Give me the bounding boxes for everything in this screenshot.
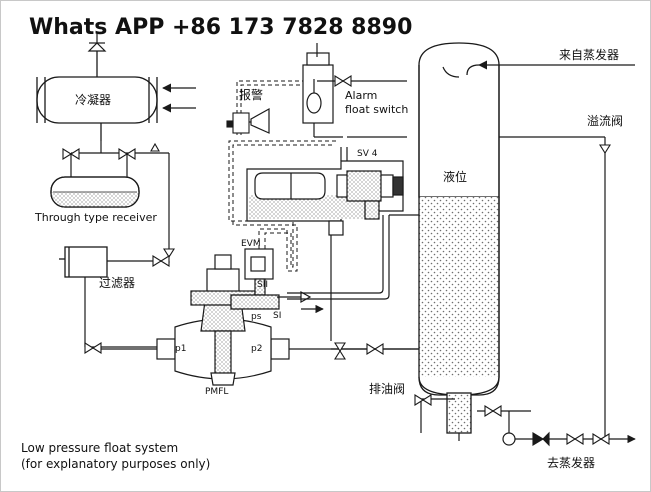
alarm-horn-icon: [249, 107, 270, 134]
to-evaporator-label: 去蒸发器: [547, 455, 595, 470]
condenser-relief-valve-icon: [87, 33, 107, 52]
from-evaporator-label: 来自蒸发器: [559, 47, 619, 62]
evm-solenoid: [230, 248, 280, 310]
receiver-valve-left-icon: [62, 148, 80, 160]
si-pilot-arrows: [277, 290, 324, 314]
sv4-label: SV 4: [357, 149, 378, 159]
condenser-inlet-arrows: [162, 83, 196, 113]
si-label: SI: [273, 311, 281, 321]
pmfl-label: PMFL: [205, 387, 228, 397]
oil-drain-valve-icon: [414, 394, 432, 406]
oil-drain-valve-label: 排油阀: [369, 382, 405, 396]
receiver-arrow-up-icon: [150, 142, 160, 152]
drop-valve-icon: [163, 248, 175, 259]
filter-outlet-valve-icon: [84, 342, 102, 354]
p1-label: p1: [175, 344, 186, 354]
overflow-piping: [499, 136, 606, 331]
pump-icon: [502, 432, 516, 446]
pmfl-main-valve: [156, 254, 290, 386]
ps-label: ps: [251, 312, 262, 322]
bottom-outlet-valve-icon: [484, 405, 502, 417]
pilot-line-to-sv4: [287, 215, 390, 300]
return-valve-icon: [366, 343, 384, 355]
filter: [59, 246, 108, 278]
condenser-label: 冷凝器: [75, 92, 111, 107]
evaporator-inlet: [466, 60, 635, 76]
overflow-valve-icon: [599, 144, 611, 155]
vessel-top-outlet: [442, 66, 460, 78]
caption-line-1: Low pressure float system: [21, 441, 178, 455]
receiver: [50, 176, 140, 208]
contact-header: Whats APP +86 173 7828 8890: [29, 15, 412, 40]
filter-label: 过滤器: [99, 276, 135, 290]
alarm-float-switch-label-1: Alarm: [345, 89, 377, 102]
evaporator-outlet-valve-1-icon: [566, 433, 584, 445]
evaporator-outlet-valve-2-icon: [592, 433, 610, 445]
sv4-float-chamber: [246, 147, 404, 341]
receiver-valve-right-icon: [118, 148, 136, 160]
check-valve-icon: [532, 431, 550, 447]
liquid-level-label: 液位: [443, 169, 467, 184]
alarm-label: 报警: [239, 87, 263, 102]
float-switch-valve-icon: [334, 75, 352, 87]
overflow-valve-label: 溢流阀: [587, 114, 623, 128]
vessel-bottom-valve-icon: [334, 342, 346, 360]
caption-line-2: (for explanatory purposes only): [21, 457, 210, 471]
float-switch-piping: [316, 43, 407, 138]
filter-inlet-valve-icon: [152, 255, 170, 267]
alarm-relay-box: [226, 112, 250, 134]
alarm-float-switch-label-2: float switch: [345, 103, 408, 116]
separator-vessel: [418, 42, 500, 434]
sii-label: SII: [257, 280, 268, 290]
alarm-float-switch: [302, 52, 343, 138]
p2-label: p2: [251, 344, 262, 354]
receiver-label: Through type receiver: [34, 211, 157, 224]
condenser: [36, 51, 158, 141]
evm-label: EVM: [241, 239, 261, 249]
